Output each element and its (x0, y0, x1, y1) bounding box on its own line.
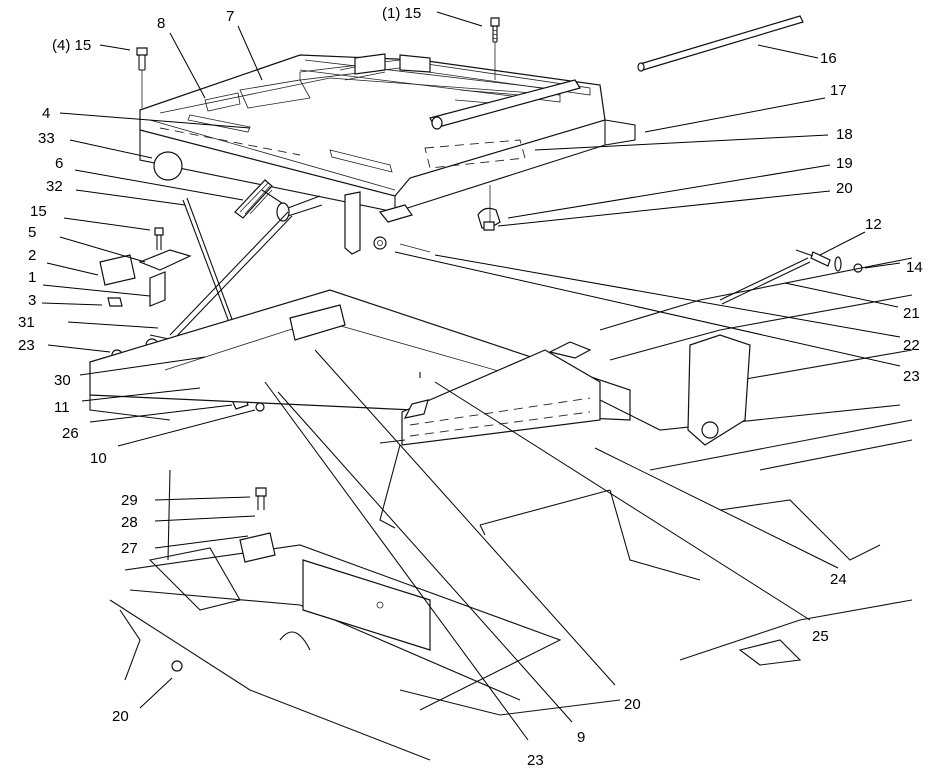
link-rod-parts (373, 236, 863, 305)
callout-12: 12 (865, 216, 882, 233)
callout-21: 21 (903, 305, 920, 322)
seat-plate-assembly (139, 53, 636, 255)
callout-20-bottom-right: 20 (624, 696, 641, 713)
callout-26: 26 (62, 425, 79, 442)
callout-16: 16 (820, 50, 837, 67)
callout-17: 17 (830, 82, 847, 99)
callouts: (1) 15 16 (4) 15 8 7 17 4 18 33 6 19 32 … (18, 5, 923, 769)
callout-15-bracket: 15 (30, 203, 47, 220)
bolts (136, 17, 500, 510)
callout-15-qty1: (1) 15 (382, 5, 421, 22)
callout-18: 18 (836, 126, 853, 143)
seat-frame (89, 289, 901, 581)
callout-28: 28 (121, 514, 138, 531)
callout-31: 31 (18, 314, 35, 331)
callout-19: 19 (836, 155, 853, 172)
floor-pan (109, 469, 621, 761)
callout-7: 7 (226, 8, 234, 25)
callout-8: 8 (157, 15, 165, 32)
callout-20-top: 20 (836, 180, 853, 197)
callout-2: 2 (28, 247, 36, 264)
callout-6: 6 (55, 155, 63, 172)
leader-lines (41, 11, 901, 741)
callout-24: 24 (830, 571, 847, 588)
chassis-right (599, 257, 913, 666)
callout-29: 29 (121, 492, 138, 509)
left-brackets (99, 249, 192, 307)
cable-sleeve-part (234, 179, 323, 222)
clip-and-nut (477, 185, 501, 231)
callout-22: 22 (903, 337, 920, 354)
callout-27: 27 (121, 540, 138, 557)
callout-4: 4 (42, 105, 50, 122)
callout-23-left: 23 (18, 337, 35, 354)
rod-part (637, 15, 804, 72)
callout-23-right: 23 (903, 368, 920, 385)
callout-10: 10 (90, 450, 107, 467)
callout-9: 9 (577, 729, 585, 746)
callout-23-bottom: 23 (527, 752, 544, 769)
callout-3: 3 (28, 292, 36, 309)
callout-33: 33 (38, 130, 55, 147)
callout-20-bottom-left: 20 (112, 708, 129, 725)
callout-15-qty4: (4) 15 (52, 37, 91, 54)
callout-5: 5 (28, 224, 36, 241)
callout-1: 1 (28, 269, 36, 286)
callout-30: 30 (54, 372, 71, 389)
callout-14: 14 (906, 259, 923, 276)
callout-32: 32 (46, 178, 63, 195)
callout-25: 25 (812, 628, 829, 645)
callout-11: 11 (54, 399, 70, 416)
